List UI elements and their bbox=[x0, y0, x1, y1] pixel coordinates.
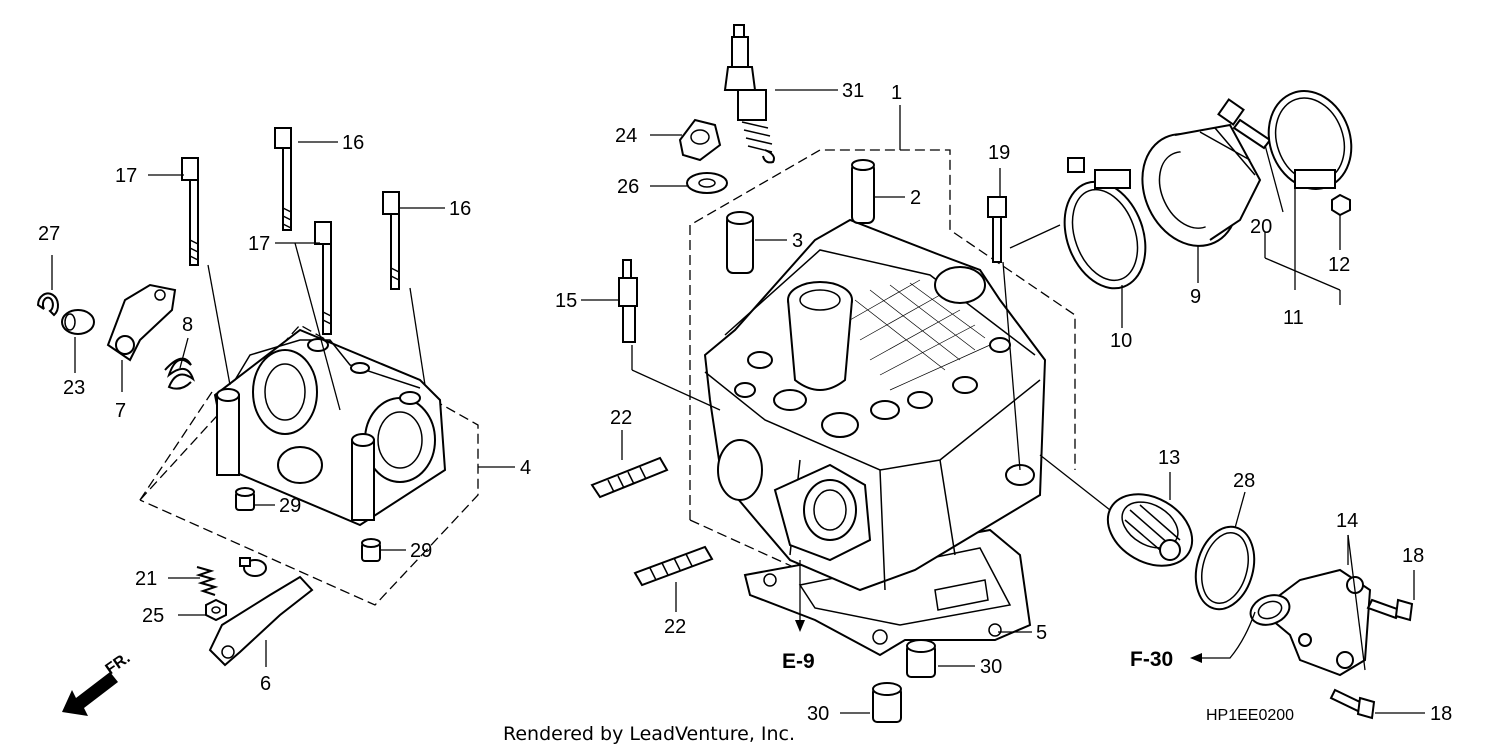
callout-16a: 16 bbox=[342, 132, 364, 154]
callout-31: 31 bbox=[842, 80, 864, 102]
callout-22a: 22 bbox=[610, 407, 632, 429]
callout-25: 25 bbox=[142, 605, 164, 627]
callout-8: 8 bbox=[182, 314, 193, 336]
callout-28: 28 bbox=[1233, 470, 1255, 492]
callout-18b: 18 bbox=[1430, 703, 1452, 725]
callout-16b: 16 bbox=[449, 198, 471, 220]
callout-17a: 17 bbox=[115, 165, 137, 187]
callout-24: 24 bbox=[615, 125, 637, 147]
leader-lines bbox=[51, 89, 1425, 714]
rocker-parts bbox=[36, 283, 381, 667]
callout-23: 23 bbox=[63, 377, 85, 399]
camshaft-holder-group bbox=[139, 324, 479, 606]
callout-3: 3 bbox=[792, 230, 803, 252]
reference-e9: E-9 bbox=[782, 650, 815, 673]
callout-29a: 29 bbox=[279, 495, 301, 517]
callout-5: 5 bbox=[1036, 622, 1047, 644]
callout-2: 2 bbox=[910, 187, 921, 209]
callout-18a: 18 bbox=[1402, 545, 1424, 567]
callout-29b: 29 bbox=[410, 540, 432, 562]
callout-19: 19 bbox=[988, 142, 1010, 164]
callout-30b: 30 bbox=[807, 703, 829, 725]
callout-4: 4 bbox=[520, 457, 531, 479]
callout-15: 15 bbox=[555, 290, 577, 312]
cylinder-head-fasteners bbox=[590, 24, 1007, 723]
callout-13: 13 bbox=[1158, 447, 1180, 469]
reference-f30: F-30 bbox=[1130, 648, 1173, 671]
callout-1: 1 bbox=[891, 82, 902, 104]
cylinder-head-group bbox=[689, 149, 1076, 657]
callout-9: 9 bbox=[1190, 286, 1201, 308]
callout-12: 12 bbox=[1328, 254, 1350, 276]
callout-21: 21 bbox=[135, 568, 157, 590]
bolts-16-17 bbox=[181, 127, 400, 335]
callout-30a: 30 bbox=[980, 656, 1002, 678]
callout-20: 20 bbox=[1250, 216, 1272, 238]
front-marker-label: FR. bbox=[103, 650, 134, 679]
callout-26: 26 bbox=[617, 176, 639, 198]
callout-14: 14 bbox=[1336, 510, 1358, 532]
intake-group bbox=[1063, 90, 1353, 290]
diagram-code: HP1EE0200 bbox=[1206, 707, 1294, 724]
callout-22b: 22 bbox=[664, 616, 686, 638]
thermostat-group bbox=[1106, 493, 1414, 720]
callout-10: 10 bbox=[1110, 330, 1132, 352]
front-direction-arrow: FR. bbox=[62, 650, 133, 716]
callout-6: 6 bbox=[260, 673, 271, 695]
callout-7: 7 bbox=[115, 400, 126, 422]
callout-27: 27 bbox=[38, 223, 60, 245]
callout-labels: 1 2 3 4 5 6 7 8 9 10 11 12 13 14 15 16 1… bbox=[38, 80, 1452, 745]
callout-17b: 17 bbox=[248, 233, 270, 255]
credit-line: Rendered by LeadVenture, Inc. bbox=[503, 723, 795, 745]
callout-11: 11 bbox=[1283, 307, 1304, 329]
